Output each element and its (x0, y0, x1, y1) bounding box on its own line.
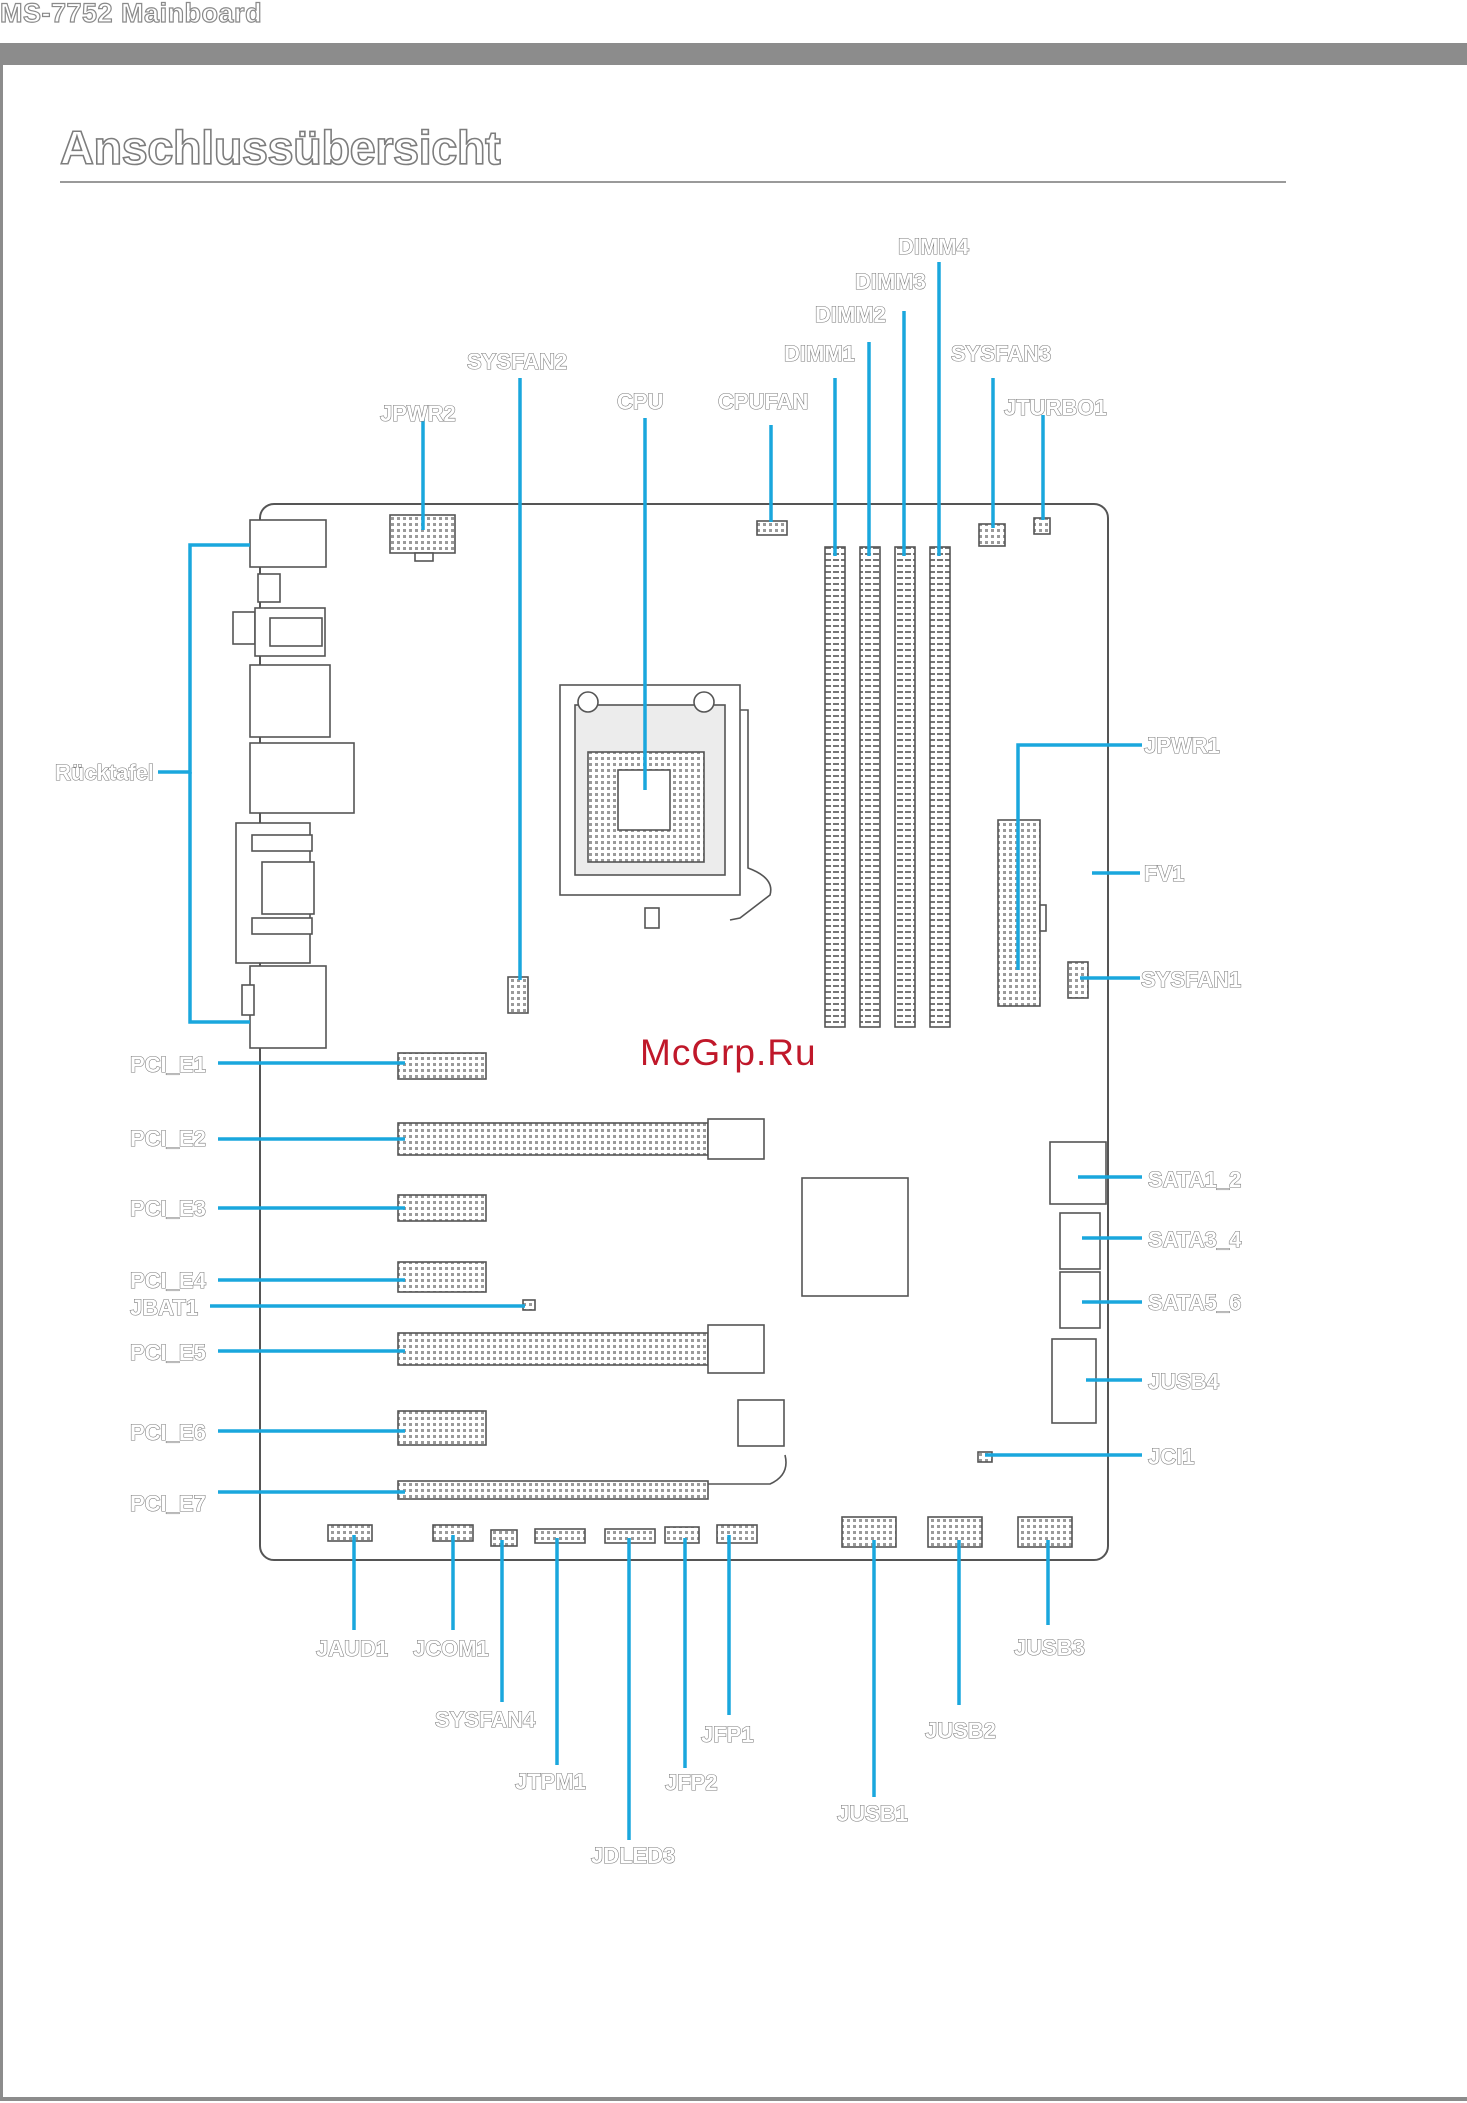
label-sata1-2: SATA1_2 (1148, 1167, 1241, 1192)
label-dimm4: DIMM4 (898, 234, 970, 259)
label-jpwr1: JPWR1 (1144, 733, 1220, 758)
jusb3-header (1018, 1517, 1072, 1547)
dimm4-slot (930, 547, 950, 1027)
label-sysfan3: SYSFAN3 (951, 341, 1051, 366)
label-dimm3: DIMM3 (855, 269, 926, 294)
pci-e6-slot (398, 1411, 486, 1445)
sata5-6-connector (1060, 1272, 1100, 1328)
back-panel-port-6 (250, 665, 330, 737)
label-dimm2: DIMM2 (815, 302, 886, 327)
label-fv1: FV1 (1144, 861, 1184, 886)
label-jci1: JCI1 (1148, 1444, 1194, 1469)
back-panel-port-3 (233, 612, 255, 644)
jusb1-header (842, 1517, 896, 1547)
cpufan-header (757, 521, 787, 535)
jpwr2-latch (415, 553, 433, 561)
label-pci-e2: PCI_E2 (130, 1126, 206, 1151)
label-dimm1: DIMM1 (784, 341, 855, 366)
back-panel-port-7 (250, 743, 354, 813)
label-sysfan4: SYSFAN4 (435, 1707, 536, 1732)
label-jpwr2: JPWR2 (380, 401, 456, 426)
board-components (233, 515, 1106, 1547)
label-cpu: CPU (617, 389, 663, 414)
io-chip (738, 1400, 784, 1446)
label-pci-e3: PCI_E3 (130, 1196, 206, 1221)
label-cpufan: CPUFAN (718, 389, 808, 414)
label-jusb4: JUSB4 (1148, 1369, 1220, 1394)
back-panel-port-13 (242, 985, 254, 1015)
label-sata5-6: SATA5_6 (1148, 1290, 1241, 1315)
watermark: McGrp.Ru (640, 1032, 817, 1073)
dimm3-slot (895, 547, 915, 1027)
cpu-socket-notch (645, 908, 659, 928)
sata1-2-connector (1050, 1142, 1106, 1204)
sysfan2-header (508, 977, 528, 1013)
dimm1-slot (825, 547, 845, 1027)
pci-e2-latch (708, 1119, 764, 1159)
back-panel-port-10 (262, 862, 314, 914)
label-sysfan1: SYSFAN1 (1141, 967, 1241, 992)
pci-e5-slot (398, 1333, 708, 1365)
back-panel-port-5 (270, 618, 322, 646)
label-jcom1: JCOM1 (413, 1636, 489, 1661)
label-jfp1: JFP1 (701, 1722, 754, 1747)
jtpm1-header (535, 1529, 585, 1543)
sysfan1-header (1068, 962, 1088, 998)
label-jbat1: JBAT1 (130, 1295, 198, 1320)
labels: DIMM4 DIMM3 DIMM2 DIMM1 SYSFAN3 SYSFAN2 … (55, 234, 1242, 1868)
label-sysfan2: SYSFAN2 (467, 349, 567, 374)
label-sata3-4: SATA3_4 (1148, 1227, 1242, 1252)
label-jfp2: JFP2 (665, 1770, 718, 1795)
back-panel-port-1 (250, 520, 326, 567)
jturbo1-header (1034, 518, 1050, 534)
pci-e1-slot (398, 1053, 486, 1079)
jaud1-header (328, 1525, 372, 1541)
chipset (802, 1178, 908, 1296)
back-panel-port-9 (252, 835, 312, 851)
pci-e4-slot (398, 1262, 486, 1292)
label-pci-e6: PCI_E6 (130, 1420, 206, 1445)
back-panel-port-12 (250, 966, 326, 1048)
pci-e7-latch (708, 1455, 786, 1484)
jfp1-header (717, 1525, 757, 1543)
label-pci-e5: PCI_E5 (130, 1340, 206, 1365)
dimm2-slot (860, 547, 880, 1027)
label-jturbo1: JTURBO1 (1004, 395, 1107, 420)
jusb2-header (928, 1517, 982, 1547)
sysfan4-header (491, 1530, 517, 1546)
pci-e2-slot (398, 1123, 708, 1155)
jpwr1-latch (1040, 905, 1046, 931)
pci-e7-slot (398, 1481, 708, 1499)
label-jusb2: JUSB2 (925, 1718, 996, 1743)
cpu-socket-screw-left (578, 692, 598, 712)
pci-e5-latch (708, 1325, 764, 1373)
cpu-socket-screw-right (694, 692, 714, 712)
label-jusb1: JUSB1 (837, 1801, 908, 1826)
label-pci-e7: PCI_E7 (130, 1491, 206, 1516)
label-pci-e1: PCI_E1 (130, 1052, 206, 1077)
label-jdled3: JDLED3 (591, 1843, 675, 1868)
label-jusb3: JUSB3 (1014, 1635, 1085, 1660)
jfp2-header (665, 1527, 699, 1543)
label-pci-e4: PCI_E4 (130, 1268, 207, 1293)
label-ruecktafel: Rücktafel (55, 760, 154, 785)
back-panel-port-2 (258, 574, 280, 602)
label-jaud1: JAUD1 (316, 1636, 388, 1661)
pci-e3-slot (398, 1195, 486, 1221)
sata3-4-connector (1060, 1213, 1100, 1269)
leader-ruecktafel (158, 545, 250, 772)
label-jtpm1: JTPM1 (515, 1769, 586, 1794)
back-panel-port-11 (252, 918, 312, 934)
